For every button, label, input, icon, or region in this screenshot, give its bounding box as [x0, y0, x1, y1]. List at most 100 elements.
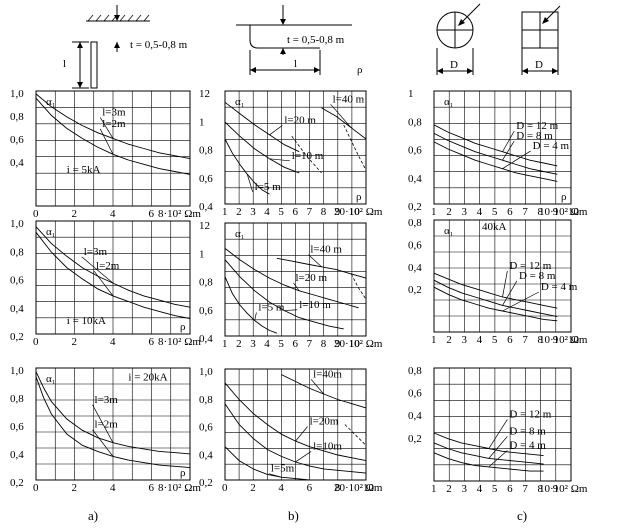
x-tick-label: 9 — [335, 206, 341, 218]
y-tick-label: 0,8 — [10, 111, 24, 123]
plot-frame — [433, 367, 572, 482]
schematic-a-length-label: l — [63, 58, 66, 70]
series-leader — [81, 256, 114, 284]
x-tick-label: 8 — [538, 483, 544, 495]
series-line — [35, 97, 191, 175]
series-line — [321, 107, 367, 140]
x-axis-unit: 20·10² Ωm — [334, 206, 383, 218]
plot-frame — [35, 367, 191, 481]
x-tick-label: 1 — [431, 206, 437, 218]
series-leader — [293, 282, 300, 292]
series-line — [433, 124, 558, 167]
x-tick-label: 7 — [307, 338, 313, 350]
plot-frame — [224, 90, 367, 205]
series-label: l=2m — [102, 118, 126, 130]
series-leader — [488, 450, 508, 468]
y-tick-label: 0,2 — [408, 433, 422, 445]
y-tick-label: 0,4 — [10, 449, 24, 461]
series-leader — [268, 473, 282, 478]
schematic-b-depth-label: t = 0,5-0,8 m — [287, 34, 345, 46]
series-label: l=5 m — [258, 302, 285, 314]
x-tick-label: 3 — [250, 338, 256, 350]
series-line — [433, 272, 558, 309]
y-axis-label: α₁ — [46, 373, 56, 385]
x-tick-label: 3 — [461, 483, 467, 495]
series-line — [281, 374, 367, 409]
x-axis-unit: 20·10² Ωm — [334, 338, 383, 350]
y-axis-label: α₁ — [235, 228, 245, 240]
x-tick-label: 10 — [568, 334, 580, 346]
series-line — [224, 259, 344, 330]
x-tick-label: 1 — [222, 206, 228, 218]
x-axis-unit: 8·10² Ωm — [158, 208, 201, 220]
series-label: l=2m — [96, 260, 120, 272]
series-leader — [502, 130, 515, 152]
series-label: l=10m — [313, 440, 342, 452]
y-tick-label: 0,4 — [199, 333, 213, 345]
x-tick-label: 2 — [446, 334, 452, 346]
y-tick-label: 0,6 — [199, 173, 213, 185]
schematic-c-square-diameter-label: D — [535, 59, 543, 71]
y-tick-label: 0,8 — [10, 246, 24, 258]
caption-b: b) — [288, 508, 299, 523]
series-label: D = 4 m — [509, 440, 546, 452]
y-axis-label: α₁ — [444, 225, 454, 237]
series-label: l=5m — [271, 463, 295, 475]
x-tick-label: 7 — [522, 334, 528, 346]
x-tick-label: 2 — [250, 482, 256, 494]
series-line — [35, 232, 191, 319]
x-tick-label: 4 — [278, 482, 284, 494]
series-leader — [502, 270, 508, 298]
y-tick-label: 0,6 — [408, 239, 422, 251]
y-tick-label: 0,4 — [408, 410, 422, 422]
x-tick-label: 4 — [477, 334, 483, 346]
x-tick-label: 9 — [553, 483, 559, 495]
x-tick-label: 6 — [507, 334, 513, 346]
series-label: l=20m — [310, 416, 339, 428]
rho-label: ρ — [180, 467, 186, 479]
y-tick-label: 1 — [408, 88, 414, 100]
series-line — [224, 276, 278, 334]
y-tick-label: 0,8 — [199, 394, 213, 406]
series-label: l=40 m — [310, 244, 342, 256]
plot-frame — [433, 90, 572, 205]
series-leader — [310, 379, 324, 395]
series-line — [433, 286, 558, 322]
x-axis-unit: 10·10² Ωm — [539, 334, 588, 346]
x-tick-label: 8 — [321, 338, 327, 350]
x-axis-unit: 10·10² Ωm — [539, 483, 588, 495]
x-tick-label: 4 — [477, 206, 483, 218]
series-line — [433, 279, 558, 318]
x-tick-label: 8 — [335, 482, 341, 494]
x-tick-label: 8 — [538, 206, 544, 218]
series-leader — [269, 125, 283, 136]
y-tick-label: 1,0 — [10, 218, 24, 230]
x-tick-label: 8 — [538, 334, 544, 346]
x-tick-label: 2 — [446, 483, 452, 495]
x-tick-label: 3 — [250, 206, 256, 218]
series-label: l=2m — [95, 419, 119, 431]
x-axis-unit: 8·10² Ωm — [158, 336, 201, 348]
x-tick-label: 1 — [222, 338, 228, 350]
series-leader — [502, 280, 518, 306]
series-leader — [295, 451, 312, 463]
caption-a: a) — [88, 508, 98, 523]
y-axis-label: α₁ — [46, 226, 56, 238]
y-tick-label: 0,2 — [199, 477, 213, 489]
series-leader — [308, 254, 322, 268]
series-line — [224, 138, 270, 195]
chart-grid — [36, 91, 190, 206]
x-tick-label: 0 — [222, 482, 228, 494]
y-tick-label: 0,4 — [199, 449, 213, 461]
chart-grid — [225, 369, 366, 480]
x-tick-label: 5 — [278, 338, 284, 350]
y-tick-label: 0,8 — [408, 217, 422, 229]
series-leader — [330, 104, 352, 128]
x-tick-label: 6 — [307, 482, 313, 494]
x-tick-label: 1 — [431, 483, 437, 495]
